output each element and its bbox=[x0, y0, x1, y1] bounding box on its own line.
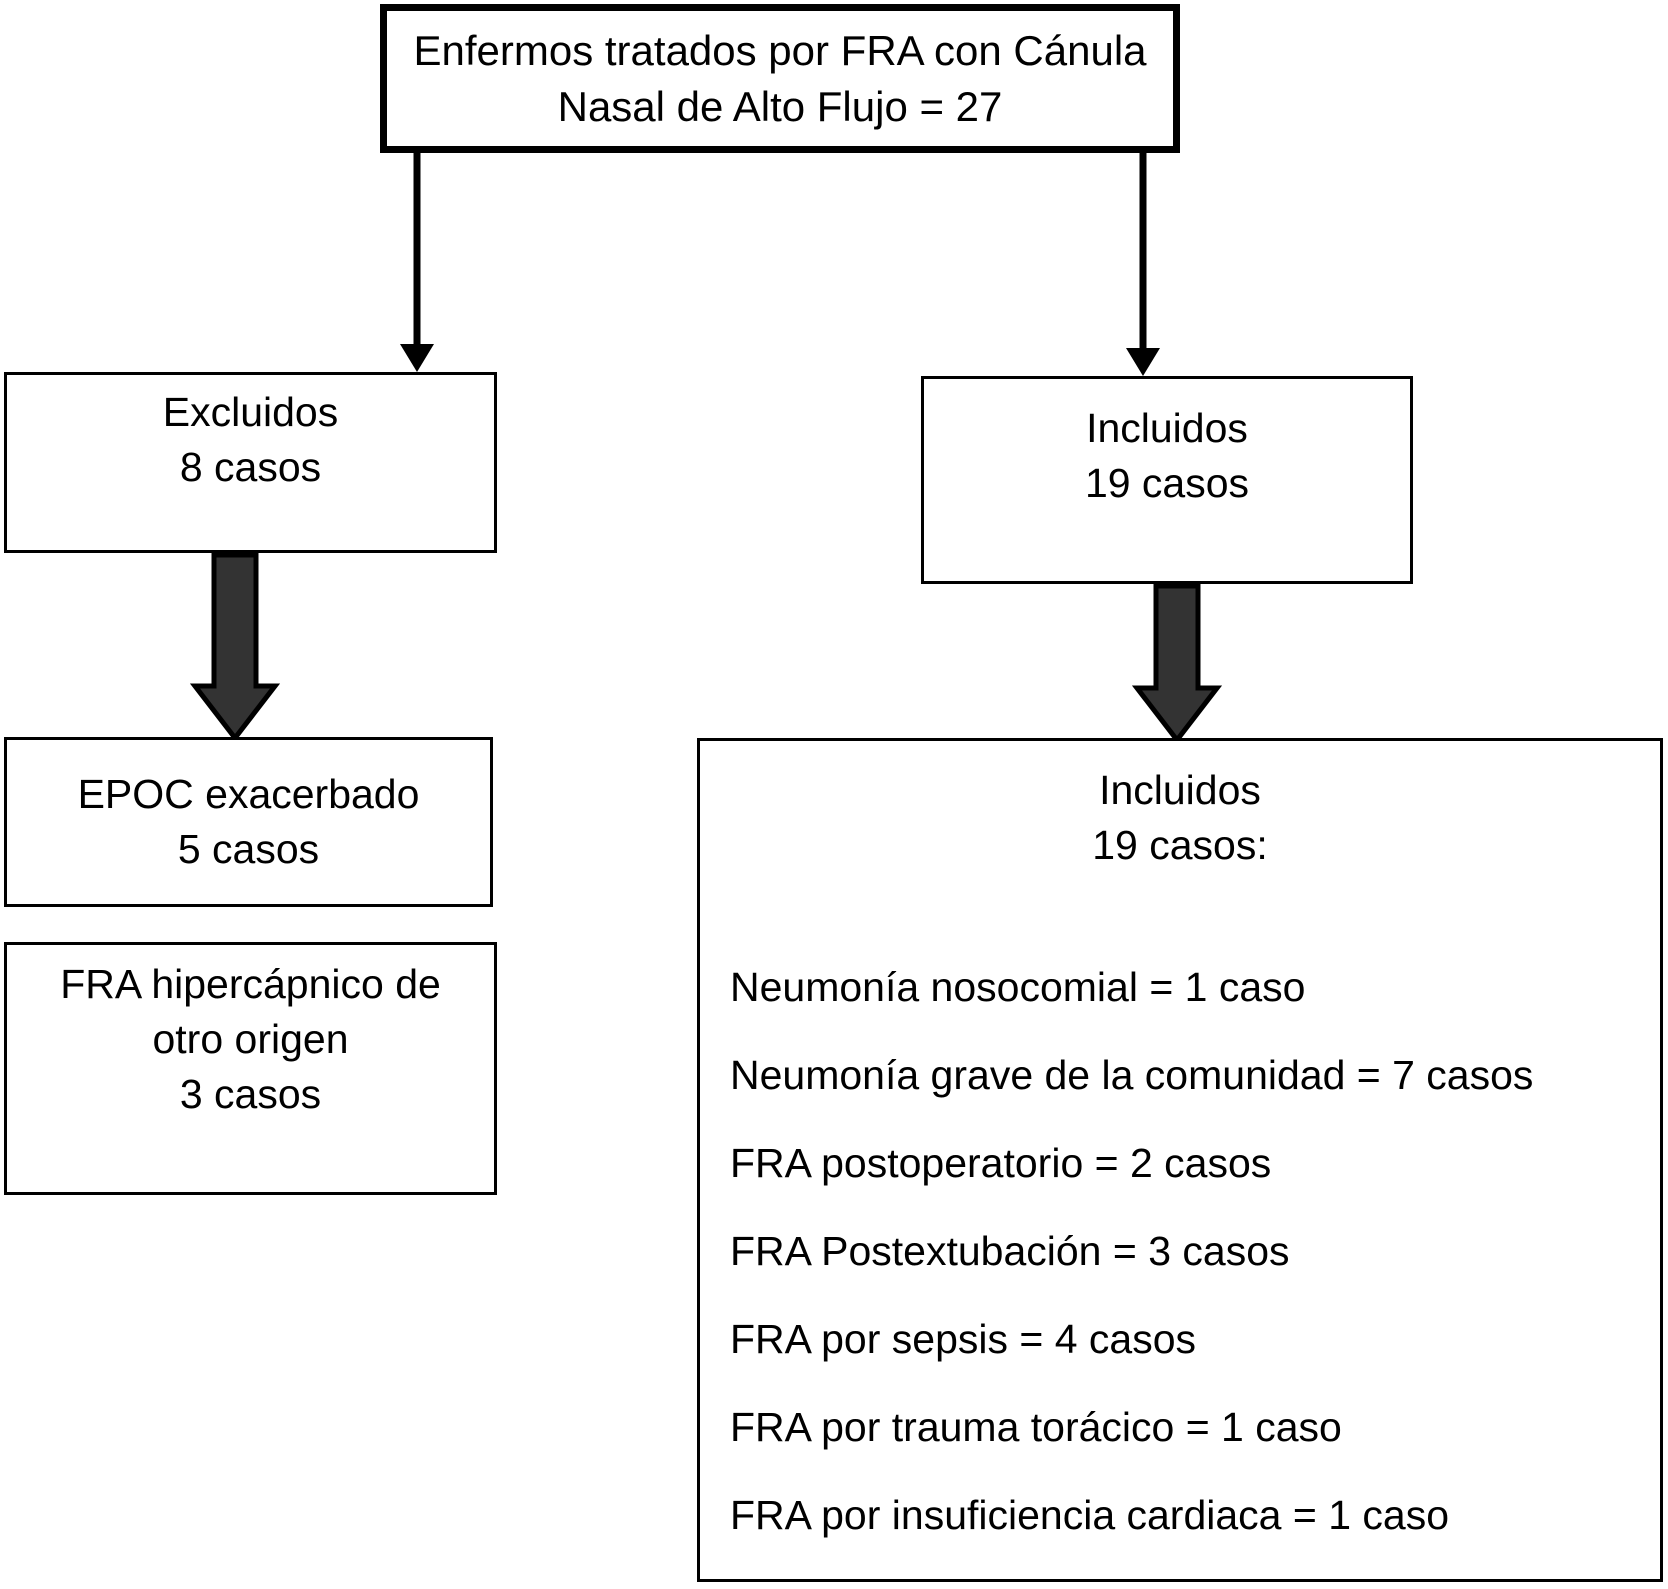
epoc-box-line2: 5 casos bbox=[177, 826, 320, 872]
epoc-box-line1: EPOC exacerbado bbox=[77, 771, 420, 817]
detail-item: FRA Postextubación = 3 casos bbox=[730, 1228, 1290, 1274]
detail-item: FRA postoperatorio = 2 casos bbox=[730, 1140, 1272, 1186]
arrow-excluded-to-epoc-icon bbox=[190, 553, 280, 740]
root-box-line2: Nasal de Alto Flujo = 27 bbox=[557, 82, 1003, 130]
arrow-included-to-detail-icon bbox=[1132, 584, 1222, 742]
excluded-box: Excluidos 8 casos bbox=[4, 372, 497, 553]
detail-item: FRA por trauma torácico = 1 caso bbox=[730, 1404, 1342, 1450]
included-box: Incluidos 19 casos bbox=[921, 376, 1413, 584]
fra-other-origin-box: FRA hipercápnico de otro origen 3 casos bbox=[4, 942, 497, 1195]
detail-box-heading: Incluidos 19 casos: bbox=[700, 741, 1660, 873]
fra-box-line1: FRA hipercápnico de bbox=[60, 961, 441, 1007]
fra-box-line2: otro origen bbox=[152, 1016, 349, 1062]
epoc-box: EPOC exacerbado 5 casos bbox=[4, 737, 493, 907]
root-box-line1: Enfermos tratados por FRA con Cánula bbox=[413, 26, 1147, 74]
excluded-box-line2: 8 casos bbox=[179, 444, 322, 490]
included-box-line1: Incluidos bbox=[1086, 405, 1248, 451]
arrow-root-to-included-icon bbox=[1125, 151, 1161, 376]
excluded-box-line1: Excluidos bbox=[162, 389, 339, 435]
fra-box-line3: 3 casos bbox=[179, 1071, 322, 1117]
detail-heading-line1: Incluidos bbox=[1099, 767, 1261, 813]
detail-heading-line2: 19 casos: bbox=[1092, 822, 1268, 868]
detail-item: Neumonía grave de la comunidad = 7 casos bbox=[730, 1052, 1534, 1098]
detail-item-list: Neumonía nosocomial = 1 caso Neumonía gr… bbox=[700, 943, 1660, 1559]
detail-item: Neumonía nosocomial = 1 caso bbox=[730, 964, 1306, 1010]
arrow-root-to-excluded-icon bbox=[399, 151, 435, 372]
detail-box: Incluidos 19 casos: Neumonía nosocomial … bbox=[697, 738, 1663, 1582]
detail-item: FRA por sepsis = 4 casos bbox=[730, 1316, 1197, 1362]
included-box-line2: 19 casos bbox=[1084, 460, 1250, 506]
root-box: Enfermos tratados por FRA con Cánula Nas… bbox=[380, 4, 1180, 153]
detail-item: FRA por insuficiencia cardiaca = 1 caso bbox=[730, 1492, 1450, 1538]
